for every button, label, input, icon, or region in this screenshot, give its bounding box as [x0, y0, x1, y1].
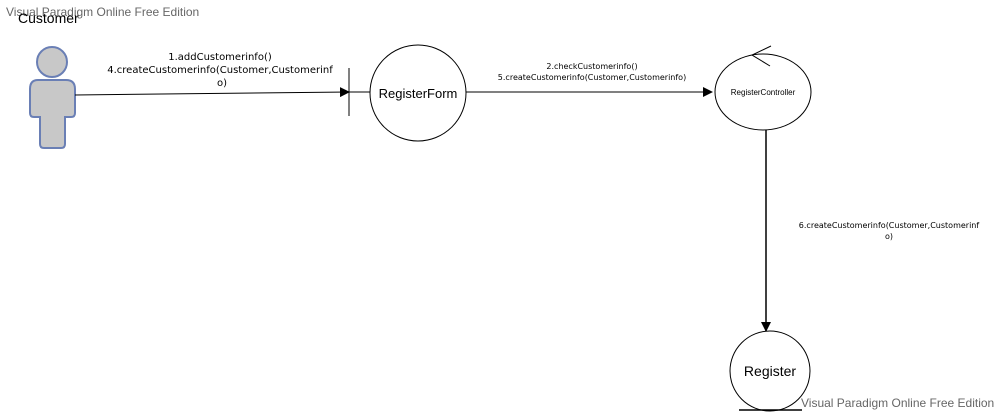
- message-line: 1.addCustomerinfo(): [168, 52, 272, 63]
- actor-head: [36, 46, 68, 78]
- customer-actor[interactable]: [29, 46, 76, 149]
- registercontroller-control[interactable]: [714, 45, 812, 131]
- message-line: 2.checkCustomerinfo(): [546, 62, 638, 71]
- watermark-bottom: Visual Paradigm Online Free Edition: [801, 396, 995, 410]
- registercontroller-label: RegisterController: [730, 88, 796, 97]
- link-customer-form[interactable]: [74, 87, 350, 98]
- message-line: 4.createCustomerinfo(Customer,Customerin…: [107, 65, 333, 76]
- actor-body: [29, 79, 76, 149]
- message-line: 6.createCustomerinfo(Customer,Customerin…: [798, 221, 980, 230]
- message-label-controller-register: 6.createCustomerinfo(Customer,Customerin…: [781, 220, 997, 242]
- register-entity[interactable]: [729, 330, 811, 412]
- register-circle: [729, 330, 811, 412]
- registerform-circle: [369, 44, 467, 142]
- message-label-customer-form: 1.addCustomerinfo() 4.createCustomerinfo…: [88, 51, 352, 90]
- message-label-form-controller: 2.checkCustomerinfo() 5.createCustomerin…: [474, 61, 710, 83]
- message-line: o): [884, 232, 893, 241]
- register-label: Register: [743, 363, 797, 379]
- registerform-boundary[interactable]: [348, 44, 467, 142]
- message-line: o): [216, 78, 228, 89]
- registerform-label: RegisterForm: [378, 86, 458, 101]
- control-arrow-icon: [750, 45, 772, 67]
- watermark-top: Visual Paradigm Online Free Edition: [6, 5, 200, 19]
- actor-label: Customer: [18, 10, 79, 26]
- message-line: 5.createCustomerinfo(Customer,Customerin…: [497, 73, 687, 82]
- registercontroller-circle: [714, 53, 812, 131]
